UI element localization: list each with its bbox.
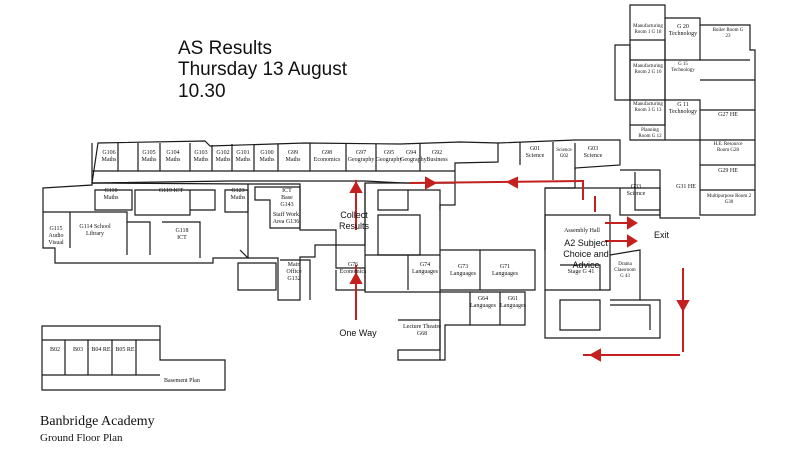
room-g102: G102 Maths	[215, 150, 231, 163]
room-g02: Science G02	[556, 148, 572, 159]
room-g110: G110 Maths	[103, 188, 119, 201]
room-g95: G95 Geography	[375, 150, 403, 163]
room-g68: Lecture Theatre G68	[402, 324, 442, 337]
room-g64: G64 Languages	[470, 296, 496, 309]
basement-room-b02: B02	[49, 347, 60, 353]
room-g29: G29 HE	[718, 168, 738, 174]
room-g28: H.E. Resource Room G28	[713, 142, 743, 153]
room-g73: G73 Languages	[450, 264, 476, 277]
room-g92: G92 Business	[426, 150, 448, 163]
room-g13: Manufacturing Room 3 G 13	[633, 102, 663, 113]
room-g71: G71 Languages	[492, 264, 518, 277]
plan-name: Ground Floor Plan	[40, 432, 123, 444]
room-g74: G74 Languages	[412, 262, 438, 275]
room-g114: G114 School Library	[79, 224, 111, 237]
room-g106: G106 Maths	[101, 150, 117, 163]
room-g101: G101 Maths	[235, 150, 251, 163]
room-g03: G03 Science	[583, 146, 603, 159]
event-time: 10.30	[178, 81, 226, 102]
room-g01: G01 Science	[525, 146, 545, 159]
room-g118: G118 ICT	[175, 228, 189, 241]
event-date: Thursday 13 August	[178, 59, 347, 80]
event-title: AS Results	[178, 38, 272, 59]
room-g76: G76 Economics	[339, 262, 367, 275]
room-g15: G 15 Technology	[671, 62, 695, 73]
room-g12: Planning Room G 12	[638, 128, 662, 139]
room-g20: G 20 Technology	[668, 24, 698, 37]
basement-plan-label: Basement Plan	[164, 378, 200, 384]
school-name: Banbridge Academy	[40, 414, 155, 429]
room-g103: G103 Maths	[193, 150, 209, 163]
room-stage: Stage G 41	[567, 269, 595, 275]
room-g16: Manufacturing Room 2 G 16	[633, 64, 663, 75]
room-g94: G94 Geography	[400, 150, 427, 163]
room-g11: G 11 Technology	[668, 102, 698, 115]
room-g23: Boiler Room G 23	[712, 28, 744, 39]
basement-room-b05: B05 RE	[115, 347, 135, 353]
one-way-route	[349, 176, 690, 362]
room-g105: G105 Maths	[141, 150, 157, 163]
a2-choice-label: A2 Subject Choice and Advice	[563, 238, 609, 270]
basement-room-b04: B04 RE	[91, 347, 111, 353]
room-g100: G100 Maths	[259, 150, 275, 163]
room-g31: G31 HE	[676, 184, 696, 190]
room-g119: G119 ICT	[158, 188, 184, 194]
room-g99: G99 Maths	[285, 150, 301, 163]
room-g123: G123 Maths	[230, 188, 246, 201]
room-g61: G61 Languages	[500, 296, 526, 309]
room-g18: Manufacturing Room 1 G 18	[633, 24, 663, 35]
basement-plan	[41, 325, 226, 391]
room-g33: G33 Science	[626, 184, 646, 197]
room-g27: G27 HE	[718, 112, 738, 118]
collect-results-label: Collect Results	[338, 210, 369, 231]
room-g136: Staff Work Area G136	[272, 212, 300, 225]
room-g104: G104 Maths	[165, 150, 181, 163]
room-g115: G115 Audio Visual	[48, 226, 64, 246]
room-g98: G98 Economics	[313, 150, 341, 163]
room-g43: Drama Classroom G 43	[614, 262, 636, 279]
one-way-label: One Way	[339, 328, 377, 338]
basement-room-b03: B03	[72, 347, 83, 353]
exit-label: Exit	[654, 230, 670, 240]
room-g143: ICT Base G143	[280, 188, 294, 208]
room-g30: Multipurpose Room 2 G30	[706, 194, 752, 205]
room-g97: G97 Geography	[347, 150, 375, 163]
room-g132: Main Office G132	[286, 262, 302, 282]
room-g41: Assembly Hall	[564, 228, 600, 234]
